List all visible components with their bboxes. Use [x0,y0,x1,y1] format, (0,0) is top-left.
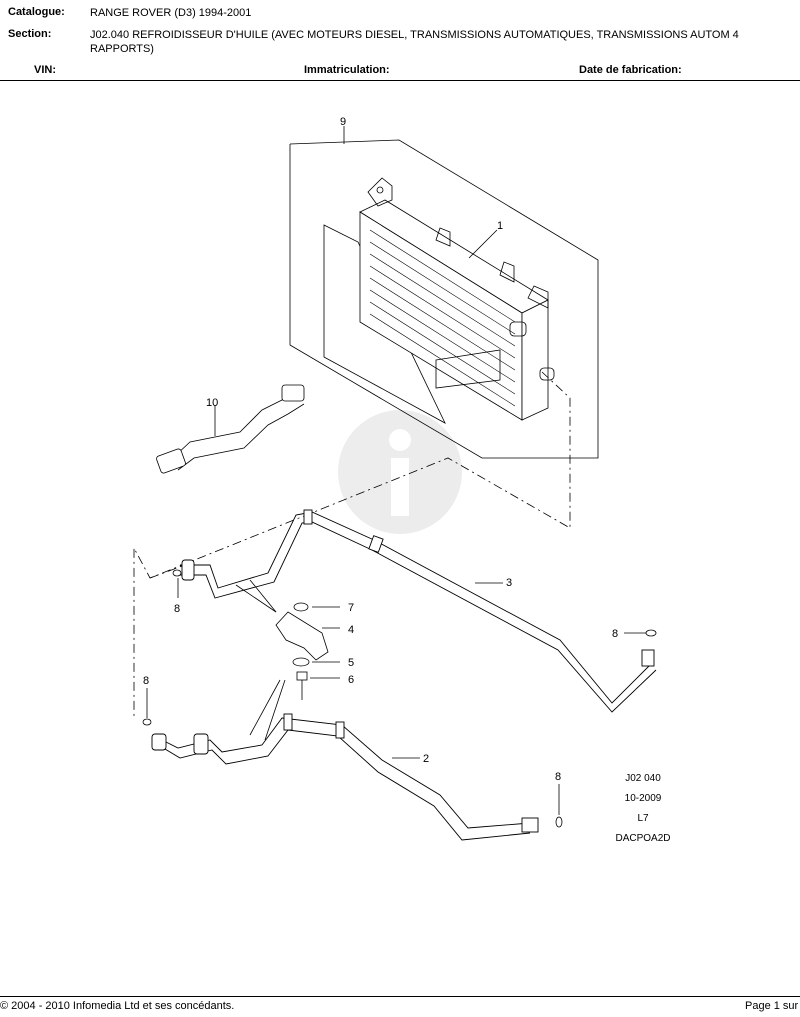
diagram-reference: J02 040 10-2009 L7 DACPOA2D [615,773,670,844]
copyright-text: © 2004 - 2010 Infomedia Ltd et ses concé… [0,1000,235,1012]
vehicle-info-row: VIN: Immatriculation: Date de fabricatio… [0,64,800,78]
bracket-hardware [235,579,340,741]
callout-3: 3 [506,577,512,589]
cooler-leader-lines [468,229,498,259]
oil-cooler [323,177,555,424]
catalogue-value: RANGE ROVER (D3) 1994-2001 [90,7,252,19]
callout-8-c: 8 [143,675,149,687]
callout-5: 5 [348,657,354,669]
vin-label: VIN: [34,64,56,76]
hose-clips [142,569,657,828]
callout-7: 7 [348,602,354,614]
hose-part-10 [156,384,305,474]
catalogue-label: Catalogue: [8,6,65,18]
footer-divider [0,996,800,997]
ref-variant: L7 [637,813,649,824]
callout-1: 1 [497,220,503,232]
build-date-label: Date de fabrication: [579,64,682,76]
section-label: Section: [8,28,52,40]
oil-pipe-part-2 [151,713,539,841]
callout-4: 4 [348,624,354,636]
header-divider [0,80,800,81]
callout-9: 9 [340,116,346,128]
callout-8-d: 8 [555,771,561,783]
connection-lines [133,371,571,718]
callout-2: 2 [423,753,429,765]
registration-label: Immatriculation: [304,64,390,76]
infomedia-watermark [338,410,462,534]
ref-code: J02 040 [625,773,661,784]
callout-6: 6 [348,674,354,686]
callout-10: 10 [206,397,218,409]
ref-date: 10-2009 [625,793,662,804]
parts-diagram: 9 1 10 3 8 7 4 5 6 8 8 2 8 J02 040 10-20… [133,116,671,844]
callout-numbers: 9 1 10 3 8 7 4 5 6 8 8 2 8 [143,116,618,783]
oil-pipe-part-3 [180,509,657,713]
ref-id: DACPOA2D [615,833,670,844]
callout-8-b: 8 [612,628,618,640]
callout-8-a: 8 [174,603,180,615]
section-value: J02.040 REFROIDISSEUR D'HUILE (AVEC MOTE… [90,29,739,55]
page-number: Page 1 sur [745,1000,799,1012]
oil-cooler-assembly-box [289,126,599,459]
